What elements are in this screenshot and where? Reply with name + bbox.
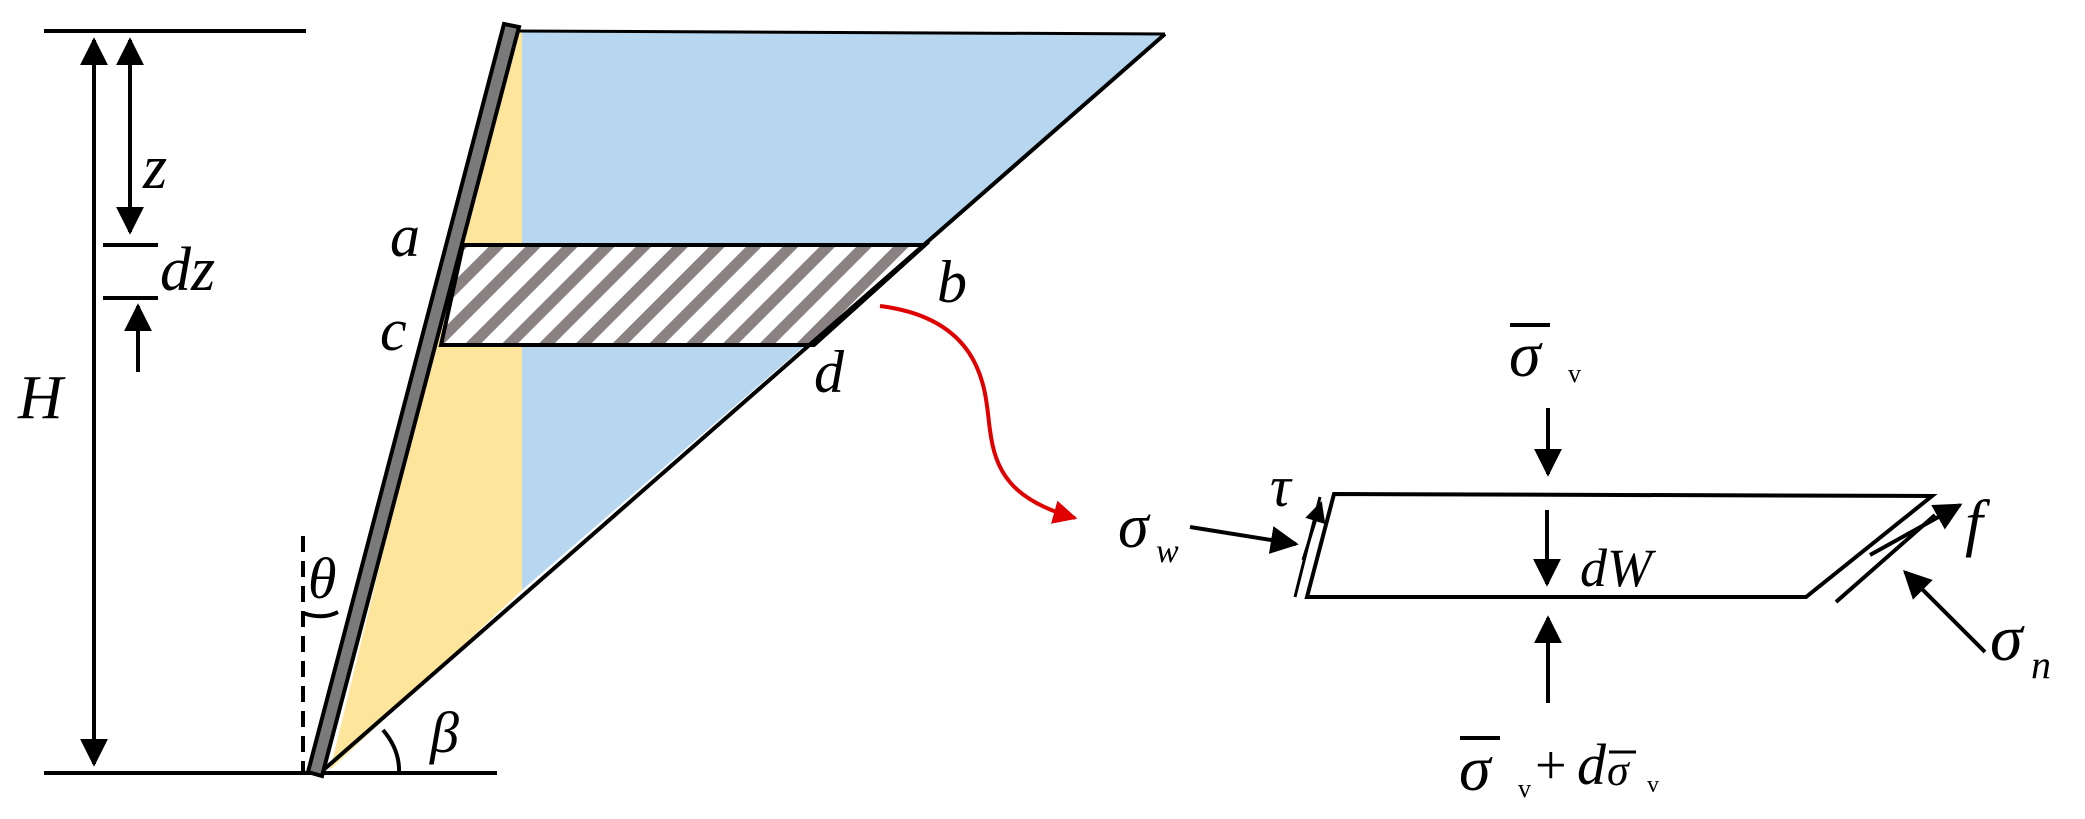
sigma-v-bottom-plus: + <box>1535 735 1567 797</box>
tau-label: τ <box>1270 454 1293 519</box>
soil-top-edge <box>514 29 1166 36</box>
dsigma-label: σ <box>1607 746 1631 795</box>
thickness-label: dz <box>160 236 215 304</box>
point-c-label: c <box>380 297 407 363</box>
weight-label: dW <box>1580 538 1657 598</box>
soil-slice-element <box>438 243 931 347</box>
sigma-v-bottom-d: d <box>1577 732 1607 797</box>
sigma-v-bottom-label: σ <box>1459 733 1493 804</box>
sigma-n-arrow <box>1903 570 1987 654</box>
wall-angle-arc <box>302 610 339 619</box>
point-d-label: d <box>814 339 845 405</box>
friction-arrow <box>1869 503 1963 557</box>
depth-label: z <box>142 134 167 202</box>
slope-angle-label: β <box>429 700 459 765</box>
height-label: H <box>17 364 66 432</box>
sigma-v-top-subscript: v <box>1568 359 1581 388</box>
friction-label: f <box>1965 487 1991 558</box>
point-b-label: b <box>937 249 967 315</box>
slip-surface <box>318 32 1167 775</box>
free-body-element <box>1304 491 1938 599</box>
sigma-v-bottom-subscript: v <box>1518 774 1531 803</box>
sigma-n-subscript: n <box>2031 642 2051 687</box>
sigma-w-arrow <box>1189 525 1299 554</box>
transfer-arrow <box>879 304 1078 524</box>
tau-arrow <box>1301 500 1326 561</box>
slope-angle-arc <box>381 728 402 774</box>
point-a-label: a <box>390 203 420 269</box>
sigma-n-label: σ <box>1990 602 2025 675</box>
soil-wedge <box>330 31 522 770</box>
sigma-w-label: σ <box>1118 493 1151 561</box>
retaining-wall <box>305 21 522 779</box>
dsigma-subscript: v <box>1647 772 1659 798</box>
wall-angle-label: θ <box>308 546 337 611</box>
sigma-w-subscript: w <box>1156 533 1179 570</box>
sigma-v-top-label: σ <box>1509 319 1543 390</box>
